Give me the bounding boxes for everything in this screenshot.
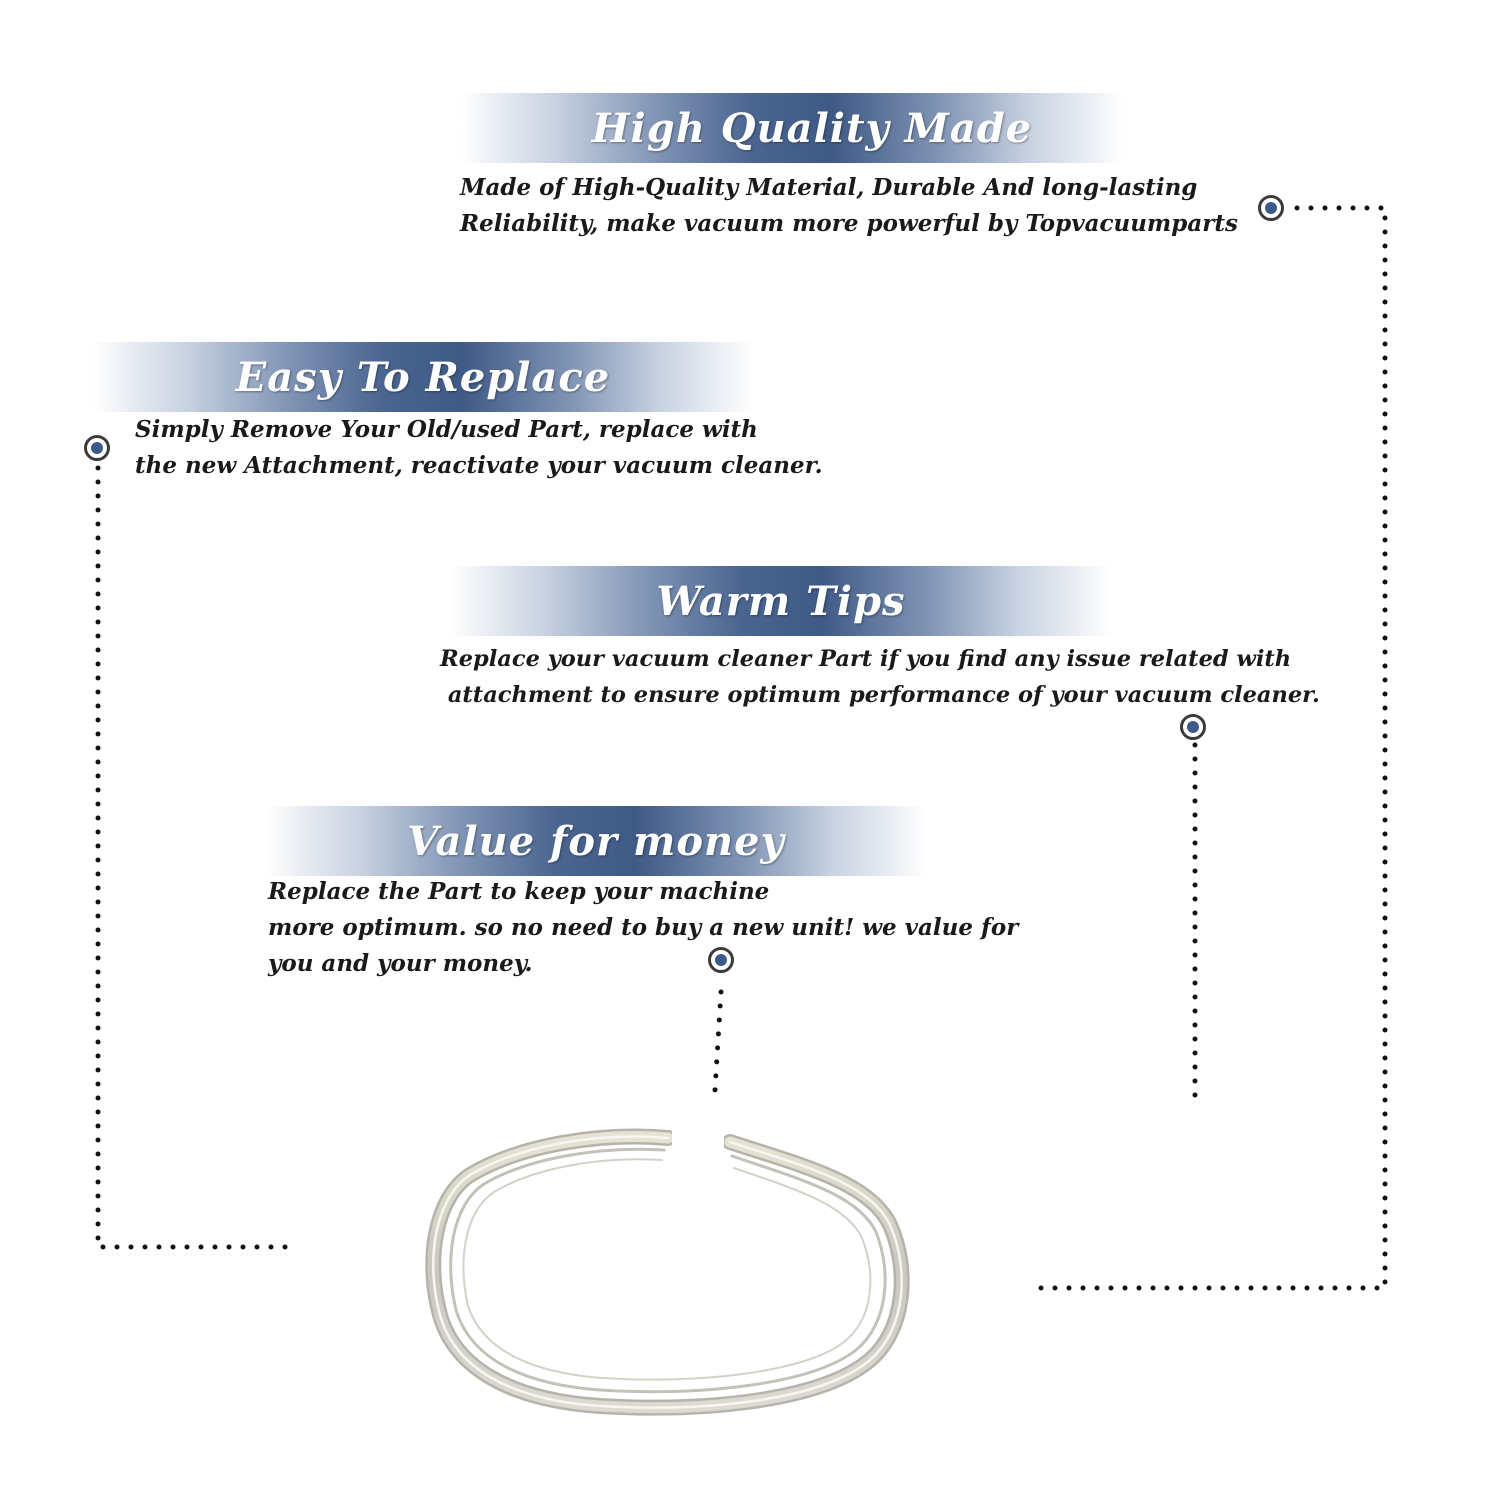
desc-warm-tips: Replace your vacuum cleaner Part if you … [440, 641, 1320, 713]
banner-title-high-quality: High Quality Made [591, 104, 1033, 152]
connector-high-quality [1032, 205, 1388, 1291]
desc-line: Reliability, make vacuum more powerful b… [460, 210, 1238, 237]
connector-value-money [712, 989, 724, 1093]
banner-title-value-money: Value for money [407, 817, 785, 865]
banner-value-money: Value for money [265, 806, 927, 876]
belt-ring-icon [425, 1120, 910, 1416]
desc-value-money: Replace the Part to keep your machine mo… [268, 874, 1018, 982]
desc-line: more optimum. so no need to buy a new un… [268, 914, 1019, 941]
desc-easy-replace: Simply Remove Your Old/used Part, replac… [135, 412, 823, 484]
connector-easy-replace [95, 465, 295, 1250]
banner-title-warm-tips: Warm Tips [656, 577, 906, 625]
bullet-target-icon [84, 435, 110, 461]
desc-line: the new Attachment, reactivate your vacu… [135, 452, 823, 479]
desc-line: Replace the Part to keep your machine [268, 878, 770, 905]
banner-warm-tips: Warm Tips [450, 566, 1112, 636]
bullet-target-icon [1258, 195, 1284, 221]
banner-easy-replace: Easy To Replace [92, 342, 754, 412]
bullet-target-icon [708, 947, 734, 973]
desc-line: Made of High-Quality Material, Durable A… [460, 174, 1198, 201]
desc-line: attachment to ensure optimum performance… [440, 682, 1320, 708]
banner-title-easy-replace: Easy To Replace [235, 353, 611, 401]
banner-high-quality: High Quality Made [460, 93, 1124, 163]
desc-line: Simply Remove Your Old/used Part, replac… [135, 416, 758, 443]
desc-line: Replace your vacuum cleaner Part if you … [440, 646, 1292, 672]
desc-line: you and your money. [268, 950, 533, 977]
bullet-target-icon [1180, 714, 1206, 740]
desc-high-quality: Made of High-Quality Material, Durable A… [460, 170, 1238, 242]
